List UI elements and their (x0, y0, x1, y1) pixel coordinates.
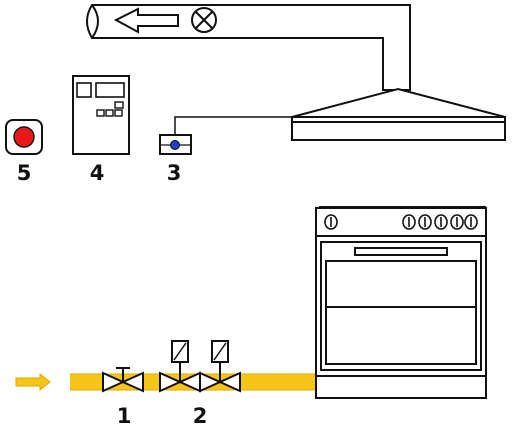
label-4: 4 (90, 161, 105, 185)
label-5: 5 (17, 161, 32, 185)
gas-sensor (159, 134, 192, 155)
solenoid-valve-b (199, 340, 241, 393)
solenoid-valve-a (159, 340, 201, 393)
gas-stove (315, 206, 487, 399)
gas-flow-arrow-icon (15, 372, 51, 392)
exhaust-fan-icon (191, 7, 217, 33)
sensor-dot (170, 140, 180, 150)
extractor-hood (291, 87, 506, 141)
label-2: 2 (193, 404, 208, 428)
label-3: 3 (167, 161, 182, 185)
manual-valve (102, 367, 144, 393)
emergency-stop-button (5, 119, 43, 155)
control-cabinet (72, 75, 130, 155)
label-1: 1 (117, 404, 132, 428)
left-arrow-icon (113, 7, 179, 34)
stove-knobs (324, 214, 478, 230)
sensor-wire (174, 116, 292, 136)
